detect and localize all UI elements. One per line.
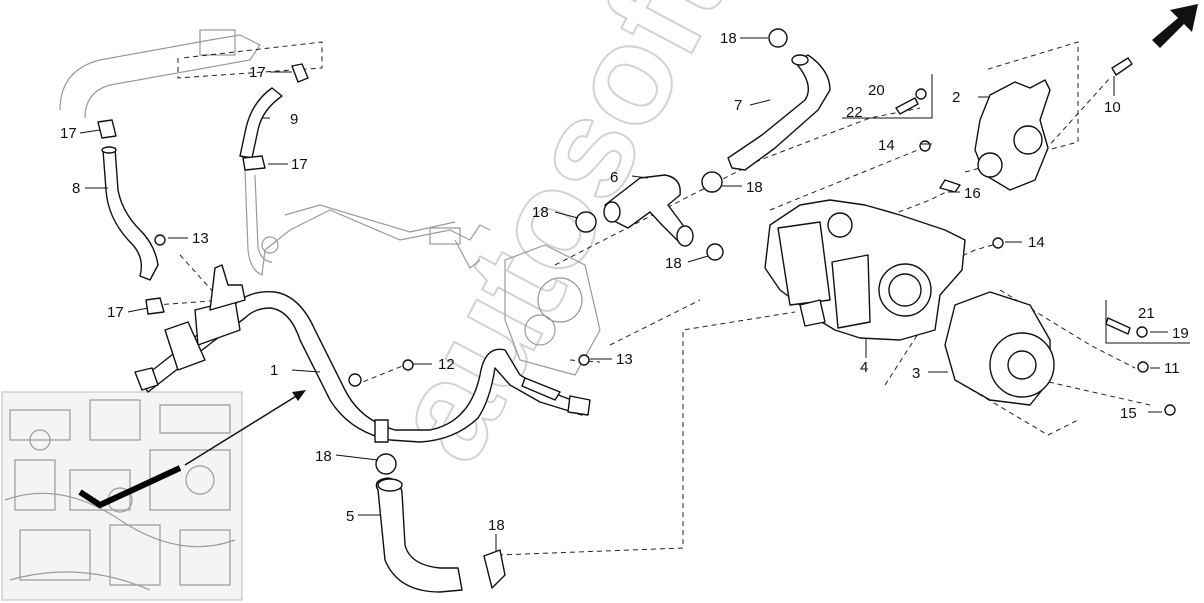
callout-14-upper: 14 (878, 137, 895, 154)
callout-3: 3 (912, 365, 920, 382)
water-pipe-part-1 (134, 264, 591, 443)
watermark: autosoft (358, 0, 756, 484)
callout-17-lower: 17 (107, 304, 124, 321)
water-pump-part-3 (944, 291, 1055, 406)
callout-14-right: 14 (1028, 234, 1045, 251)
reference-hose-outline (59, 29, 491, 276)
callout-18-top: 18 (720, 30, 737, 47)
callout-17-top: 17 (249, 64, 266, 81)
housing-part-4 (764, 199, 966, 341)
callout-18-pipe: 18 (315, 448, 332, 465)
callout-22: 22 (846, 104, 863, 121)
callout-10: 10 (1104, 99, 1121, 116)
clamp-18-icon (375, 28, 788, 589)
callout-12: 12 (438, 356, 455, 373)
callout-5: 5 (346, 508, 354, 525)
callout-1: 1 (270, 362, 278, 379)
callout-9: 9 (290, 111, 298, 128)
callout-16: 16 (964, 185, 981, 202)
cover-part-2 (974, 79, 1051, 191)
leader-lines (79, 37, 1168, 552)
callout-brackets (842, 74, 1190, 344)
callout-18-right: 18 (746, 179, 763, 196)
pipe-stub (374, 419, 389, 443)
callout-18-bottom: 18 (488, 517, 505, 534)
callout-13-left: 13 (192, 230, 209, 247)
callout-18-housing: 18 (665, 255, 682, 272)
callout-labels: 1 2 3 4 5 6 7 8 9 10 11 12 13 13 14 14 1… (60, 30, 1189, 534)
callout-7: 7 (734, 97, 742, 114)
hose-part-8 (101, 146, 159, 281)
callout-18-hose6: 18 (532, 204, 549, 221)
callout-2: 2 (952, 89, 960, 106)
callout-17-mid: 17 (291, 156, 308, 173)
callout-8: 8 (72, 180, 80, 197)
callout-17-left: 17 (60, 125, 77, 142)
callout-4: 4 (860, 359, 868, 376)
clip-17-icon (97, 63, 309, 315)
callout-6: 6 (610, 169, 618, 186)
callout-15: 15 (1120, 405, 1137, 422)
reference-housing-outline (504, 244, 601, 376)
callout-21: 21 (1138, 305, 1155, 322)
direction-arrow-icon (1152, 4, 1198, 48)
inset-pointer-arrow (184, 390, 306, 466)
engine-location-inset (1, 391, 243, 601)
callout-19: 19 (1172, 325, 1189, 342)
hose-part-7 (727, 54, 831, 171)
hose-part-5 (375, 477, 463, 593)
callout-13-center: 13 (616, 351, 633, 368)
hose-part-6 (603, 174, 694, 247)
callout-20: 20 (868, 82, 885, 99)
callout-11: 11 (1164, 360, 1180, 377)
hose-part-9 (239, 87, 283, 159)
